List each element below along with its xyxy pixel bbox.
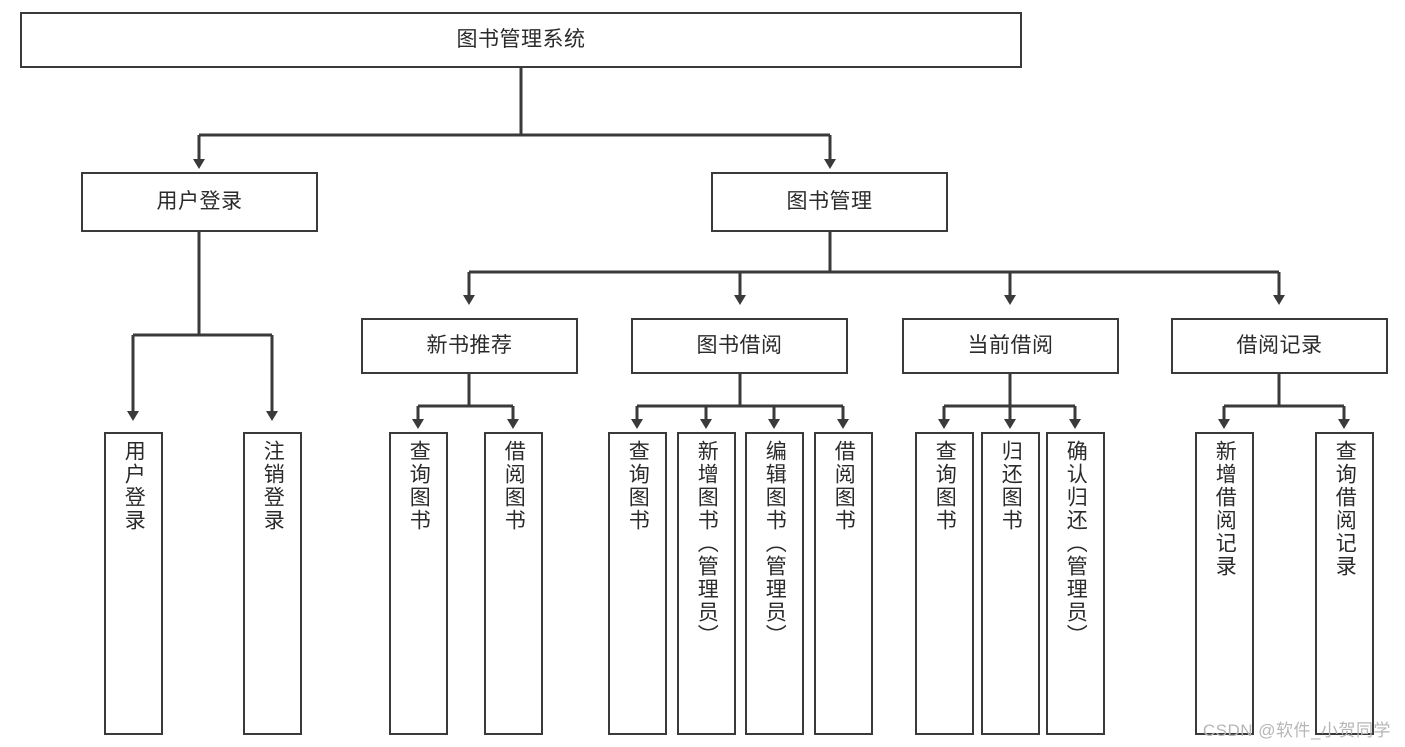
leaf-new-book-borrow[interactable]: 借阅图书 xyxy=(484,432,543,735)
leaf-user-login-login[interactable]: 用户登录 xyxy=(104,432,163,735)
leaf-label: 用户登录 xyxy=(122,440,146,532)
leaf-book-borrow-borrow[interactable]: 借阅图书 xyxy=(814,432,873,735)
node-book-management-label: 图书管理 xyxy=(786,190,873,214)
node-book-borrow[interactable]: 图书借阅 xyxy=(631,318,848,374)
node-borrow-record-label: 借阅记录 xyxy=(1236,334,1323,358)
node-user-login-label: 用户登录 xyxy=(156,190,243,214)
leaf-borrow-record-add[interactable]: 新增借阅记录 xyxy=(1195,432,1254,735)
leaf-label: 编辑图书（管理员） xyxy=(763,440,787,647)
leaf-label: 新增图书（管理员） xyxy=(695,440,719,647)
leaf-current-borrow-confirm[interactable]: 确认归还（管理员） xyxy=(1046,432,1105,735)
leaf-label: 归还图书 xyxy=(999,440,1023,532)
node-current-borrow-label: 当前借阅 xyxy=(967,334,1054,358)
leaf-label: 查询图书 xyxy=(933,440,957,532)
node-user-login[interactable]: 用户登录 xyxy=(81,172,318,232)
leaf-label: 确认归还（管理员） xyxy=(1064,440,1088,647)
node-root-label: 图书管理系统 xyxy=(456,28,586,52)
leaf-book-borrow-edit[interactable]: 编辑图书（管理员） xyxy=(745,432,804,735)
leaf-label: 借阅图书 xyxy=(832,440,856,532)
leaf-current-borrow-return[interactable]: 归还图书 xyxy=(981,432,1040,735)
leaf-label: 查询图书 xyxy=(407,440,431,532)
leaf-label: 查询图书 xyxy=(626,440,650,532)
node-root[interactable]: 图书管理系统 xyxy=(20,12,1022,68)
leaf-new-book-query[interactable]: 查询图书 xyxy=(389,432,448,735)
leaf-borrow-record-query[interactable]: 查询借阅记录 xyxy=(1315,432,1374,735)
node-new-book-recommend[interactable]: 新书推荐 xyxy=(361,318,578,374)
node-book-management[interactable]: 图书管理 xyxy=(711,172,948,232)
leaf-book-borrow-add[interactable]: 新增图书（管理员） xyxy=(677,432,736,735)
leaf-current-borrow-query[interactable]: 查询图书 xyxy=(915,432,974,735)
node-borrow-record[interactable]: 借阅记录 xyxy=(1171,318,1388,374)
leaf-label: 新增借阅记录 xyxy=(1213,440,1237,578)
node-book-borrow-label: 图书借阅 xyxy=(696,334,783,358)
node-current-borrow[interactable]: 当前借阅 xyxy=(902,318,1119,374)
leaf-book-borrow-query[interactable]: 查询图书 xyxy=(608,432,667,735)
leaf-label: 注销登录 xyxy=(261,440,285,532)
leaf-user-login-logout[interactable]: 注销登录 xyxy=(243,432,302,735)
leaf-label: 借阅图书 xyxy=(502,440,526,532)
node-new-book-recommend-label: 新书推荐 xyxy=(426,334,513,358)
leaf-label: 查询借阅记录 xyxy=(1333,440,1357,578)
